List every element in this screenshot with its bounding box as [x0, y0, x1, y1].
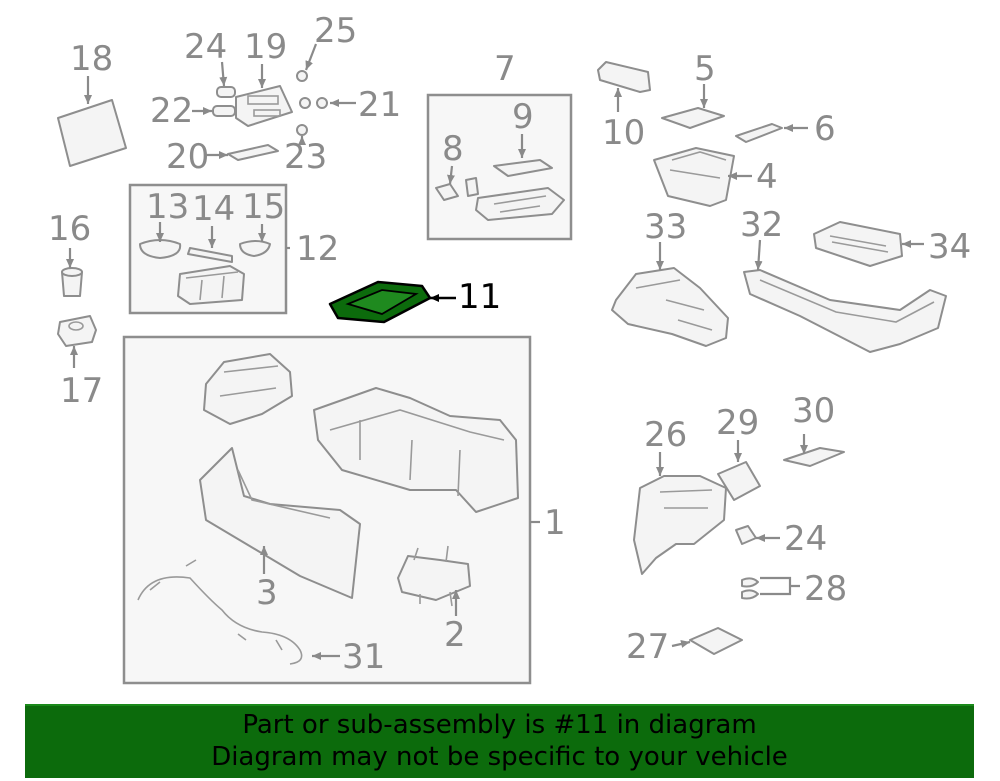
callout-11: 11: [458, 277, 501, 317]
callout-26: 26: [644, 415, 687, 455]
callout-3: 3: [256, 573, 278, 613]
callout-30: 30: [792, 391, 835, 431]
callout-33: 33: [644, 207, 687, 247]
callout-34: 34: [928, 227, 971, 267]
callout-25: 25: [314, 11, 357, 51]
callout-9: 9: [512, 97, 534, 137]
callout-29: 29: [716, 403, 759, 443]
part-4-5-6-10-shape: [597, 61, 783, 207]
parts-24-to-30-shape: [633, 447, 845, 655]
callout-19: 19: [244, 27, 287, 67]
callout-31: 31: [342, 637, 385, 677]
callout-24-top: 24: [184, 27, 227, 67]
callout-22: 22: [150, 91, 193, 131]
callout-2: 2: [444, 615, 466, 655]
part-32-shape: [743, 269, 947, 353]
part-11-shape: [328, 280, 432, 324]
part-33-shape: [611, 267, 729, 347]
callout-13: 13: [146, 187, 189, 227]
part-18-shape: [57, 99, 127, 167]
callout-21: 21: [358, 85, 401, 125]
callout-20: 20: [166, 137, 209, 177]
parts-diagram: 18 24 19 25 22 21 20 23 13 14 15 12 16 1…: [48, 11, 971, 685]
callout-8: 8: [442, 129, 464, 169]
callout-24-bottom: 24: [784, 519, 827, 559]
callout-10: 10: [602, 113, 645, 153]
callout-12: 12: [296, 229, 339, 269]
part-19-shape: [235, 85, 293, 127]
part-7-assembly-shape: [435, 159, 565, 221]
callout-23: 23: [284, 137, 327, 177]
callout-28: 28: [804, 569, 847, 609]
banner-line-1: Part or sub-assembly is #11 in diagram: [242, 710, 757, 740]
part-16-17-shape: [57, 267, 97, 347]
callout-18: 18: [70, 39, 113, 79]
callout-6: 6: [814, 109, 836, 149]
info-banner: Part or sub-assembly is #11 in diagram D…: [25, 704, 974, 778]
callout-1: 1: [544, 503, 566, 543]
small-parts-top: [212, 70, 328, 161]
callout-4: 4: [756, 157, 778, 197]
callout-32: 32: [740, 205, 783, 245]
callout-27: 27: [626, 627, 669, 667]
callout-14: 14: [192, 189, 235, 229]
callout-leaders: [66, 43, 924, 660]
part-12-assembly-shape: [139, 239, 271, 305]
callout-5: 5: [694, 49, 716, 89]
callout-17: 17: [60, 371, 103, 411]
banner-line-2: Diagram may not be specific to your vehi…: [211, 742, 788, 772]
callout-15: 15: [242, 187, 285, 227]
callout-7: 7: [494, 49, 516, 89]
callout-16: 16: [48, 209, 91, 249]
part-34-shape: [813, 221, 903, 267]
part-1-console-shape: [137, 353, 519, 665]
